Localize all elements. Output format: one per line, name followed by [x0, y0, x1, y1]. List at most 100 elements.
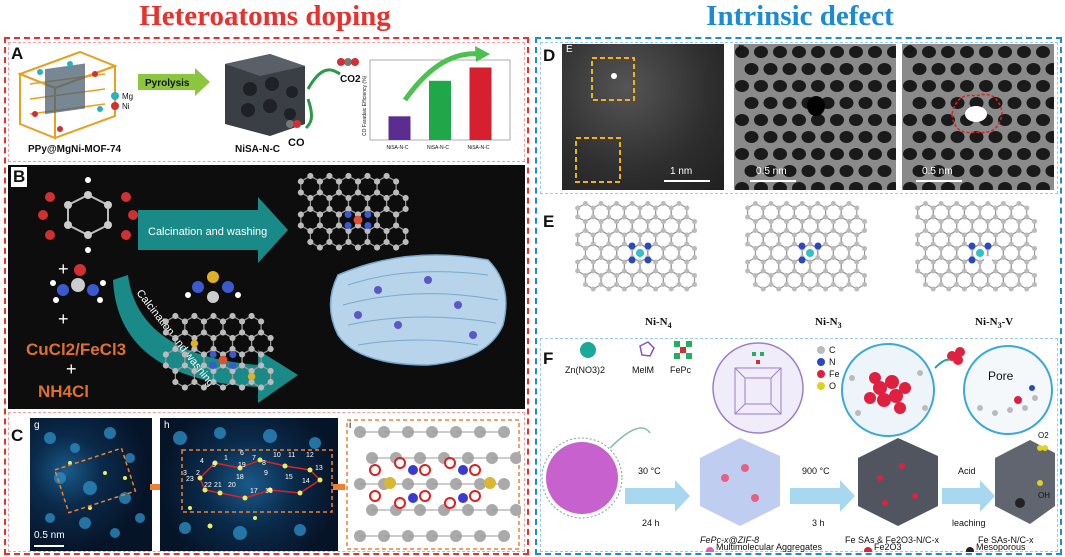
- lattice-ring: [817, 270, 834, 290]
- lattice-hole: [754, 80, 768, 92]
- carbon-atom: [977, 286, 983, 292]
- carbon-atom: [745, 232, 751, 238]
- carbon-atom: [946, 205, 952, 211]
- carbon-atom: [692, 218, 698, 225]
- carbon-atom: [606, 232, 612, 238]
- lattice-hole: [877, 131, 892, 143]
- n-site-atom: [444, 457, 456, 469]
- carbon-atom: [267, 367, 274, 375]
- carbon-atom: [402, 238, 409, 246]
- carbon-atom: [267, 378, 274, 386]
- carbon-atom: [768, 281, 774, 288]
- panel-d-sub-f: F: [738, 44, 745, 55]
- model-frame: [346, 419, 520, 550]
- carbon-atom: [946, 214, 952, 220]
- panel-e-structures: [575, 200, 1038, 292]
- o2-label: O2: [1038, 431, 1049, 440]
- carbon-atom: [838, 268, 844, 274]
- carbon-atom: [791, 232, 797, 238]
- carbon-atom: [606, 205, 612, 211]
- n-site-atom: [469, 464, 481, 476]
- carbon-atom: [373, 211, 381, 218]
- n-atom: [968, 242, 976, 250]
- carbon-atom: [354, 244, 362, 251]
- panel-c-sub-i: i: [349, 420, 352, 431]
- lattice-hole: [931, 97, 946, 109]
- carbon-atom: [760, 214, 766, 220]
- lattice-ring: [347, 224, 369, 249]
- co2-label: CO2: [340, 74, 361, 85]
- carbon-atom: [961, 214, 967, 220]
- carbon-atom: [1008, 268, 1014, 274]
- carbon-atom: [248, 312, 255, 320]
- lattice-hole: [950, 131, 965, 143]
- carbon-atom: [1000, 245, 1006, 252]
- carbon-atom: [977, 268, 983, 274]
- mof-lattice-icon: [17, 50, 118, 140]
- lattice-ring: [616, 270, 633, 290]
- carbon-atom: [946, 232, 952, 238]
- carbon-atom: [745, 268, 751, 274]
- lattice-hole: [969, 63, 984, 75]
- carbon-atom: [815, 272, 821, 279]
- carbon-atom: [364, 194, 371, 202]
- lattice-hole: [792, 148, 806, 160]
- panel-a-frame: [8, 42, 525, 162]
- carbon-atom: [229, 312, 236, 320]
- carbon-atom: [575, 259, 581, 265]
- carbon-atom: [807, 214, 813, 220]
- legend-aggregates: Multimolecular Aggregates: [716, 542, 823, 552]
- carbon-atom: [760, 286, 766, 292]
- thiourea-molecule-icon: [185, 271, 241, 303]
- carbon-atom: [969, 281, 975, 288]
- lattice-hole: [979, 148, 993, 160]
- struct-label-ni-n4: Ni-N4: [645, 316, 672, 331]
- lattice-hole: [830, 80, 844, 92]
- carbon-atom: [653, 286, 659, 292]
- zif8-polyhedron-icon: [700, 438, 780, 526]
- carbon-atom: [1024, 259, 1030, 265]
- carbon-atom: [692, 227, 698, 234]
- carbon-atom: [799, 218, 805, 225]
- carbon-atom: [326, 194, 333, 202]
- lattice-hole: [912, 97, 927, 109]
- carbon-atom: [354, 189, 362, 196]
- carbon-atom: [768, 227, 774, 234]
- carbon-atom: [938, 200, 944, 207]
- carbon-atom: [660, 218, 666, 225]
- carbon-atom: [393, 178, 400, 185]
- trend-arrow: [402, 51, 481, 102]
- carbon-atom: [668, 214, 674, 220]
- lattice-hole: [1026, 63, 1041, 75]
- lattice-hole: [998, 114, 1012, 126]
- carbon-atom: [791, 214, 797, 220]
- melm-label: MelM: [632, 365, 654, 375]
- carbon-atom: [582, 254, 588, 261]
- carbon-atom: [676, 245, 682, 252]
- n-atom: [644, 256, 652, 264]
- carbon-atom: [1032, 245, 1038, 252]
- carbon-atom: [830, 218, 836, 225]
- carbon-atom: [823, 286, 829, 292]
- ni-n-structure: [915, 200, 1038, 292]
- carbon-atom: [668, 268, 674, 274]
- lattice-hole: [922, 148, 936, 160]
- carbon-atom: [345, 172, 352, 180]
- lattice-ring: [600, 270, 618, 290]
- lattice-hole: [922, 80, 936, 92]
- zn-label: Zn(NO3)2: [565, 365, 605, 375]
- carbon-atom: [838, 205, 844, 211]
- carbon-atom: [799, 227, 805, 234]
- carbon-atom: [760, 268, 766, 274]
- carbon-atom: [335, 211, 343, 218]
- carbon-atom: [307, 172, 314, 180]
- lattice-hole: [941, 80, 955, 92]
- carbon-atom: [645, 281, 651, 288]
- lattice-ring: [801, 270, 819, 290]
- carbon-atom: [815, 218, 821, 225]
- carbon-atom: [954, 227, 960, 234]
- carbon-atom: [684, 205, 690, 211]
- lattice-hole: [912, 165, 927, 177]
- carbon-atom: [629, 200, 635, 207]
